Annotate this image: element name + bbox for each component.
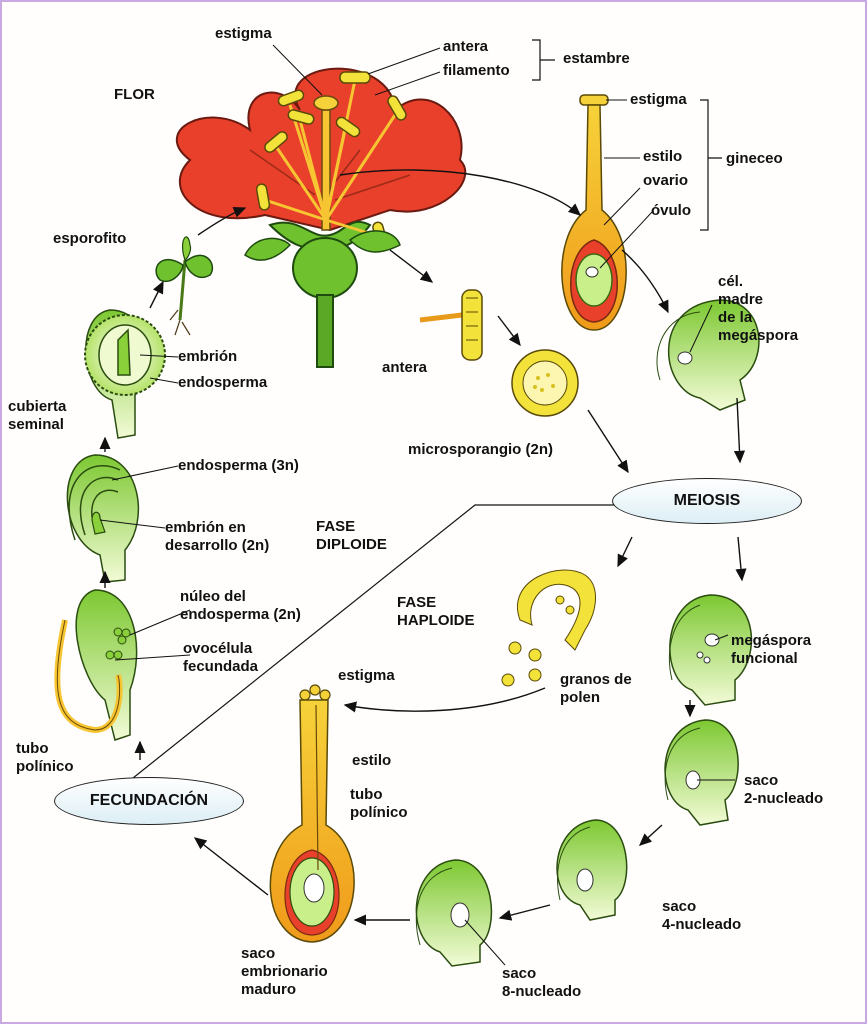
fecundacion-node: FECUNDACIÓN (54, 777, 244, 825)
ovule-nuclei (450, 351, 720, 928)
pollen-illustration (501, 569, 596, 687)
label-ovulo: óvulo (651, 202, 691, 219)
label-estambre: estambre (563, 50, 630, 67)
label-esporofito: esporofito (53, 230, 127, 247)
label-granos-polen: granos de polen (560, 671, 632, 706)
estambre-bracket (532, 39, 555, 81)
label-endosperma: endosperma (178, 374, 268, 391)
gineceo-bracket (700, 99, 722, 231)
label-nucleo-endosperma: núleo del endosperma (2n) (180, 588, 301, 623)
leader-lines (99, 44, 735, 966)
label-antera-flower: antera (443, 38, 489, 55)
label-tubo-polinico-left: tubo polínico (16, 740, 74, 775)
label-embrion-desarrollo: embrión en desarrollo (2n) (165, 519, 270, 554)
label-estilo-pistil: estilo (643, 148, 683, 165)
label-estilo-bottom: estilo (352, 752, 392, 769)
flower-illustration (175, 67, 467, 368)
label-estigma-pistil: estigma (630, 91, 687, 108)
label-ovario: ovario (643, 172, 689, 189)
label-tubo-polinico-bottom: tubo polínico (350, 786, 408, 821)
seed-illustration (84, 314, 166, 396)
ovule-shapes (66, 299, 760, 967)
label-endosperma-3n: endosperma (3n) (178, 457, 299, 474)
phase-divider-line (127, 504, 632, 783)
label-fase-diploide: FASE DIPLOIDE (316, 518, 387, 553)
label-megaspora-funcional: megáspora funcional (731, 632, 812, 667)
mature-pistil-illustration (269, 684, 355, 943)
label-cubierta-seminal: cubierta seminal (8, 398, 67, 433)
label-ovocelula-fecundada: ovocélula fecundada (183, 640, 259, 675)
microsporangium-illustration (511, 349, 579, 417)
label-fase-haploide: FASE HAPLOIDE (397, 594, 475, 629)
label-saco-4: saco 4-nucleado (662, 898, 742, 933)
label-cel-madre: cél. madre de la megáspora (718, 273, 799, 344)
label-embrion: embrión (178, 348, 238, 365)
label-flor: FLOR (114, 86, 155, 103)
pistil-illustration (561, 94, 627, 331)
meiosis-node: MEIOSIS (612, 478, 802, 524)
label-gineceo: gineceo (726, 150, 783, 167)
label-microsporangio: microsporangio (2n) (408, 441, 554, 458)
seedling-illustration (155, 236, 214, 336)
label-saco-8: saco 8-nucleado (502, 965, 582, 1000)
label-estigma-flower: estigma (215, 25, 272, 42)
label-antera: antera (382, 359, 428, 376)
anther-illustration (419, 289, 483, 361)
label-saco-maduro: saco embrionario maduro (241, 945, 328, 998)
label-saco-2: saco 2-nucleado (744, 772, 824, 807)
label-estigma-bottom: estigma (338, 667, 395, 684)
cycle-arrows (99, 169, 747, 926)
label-filamento: filamento (443, 62, 510, 79)
